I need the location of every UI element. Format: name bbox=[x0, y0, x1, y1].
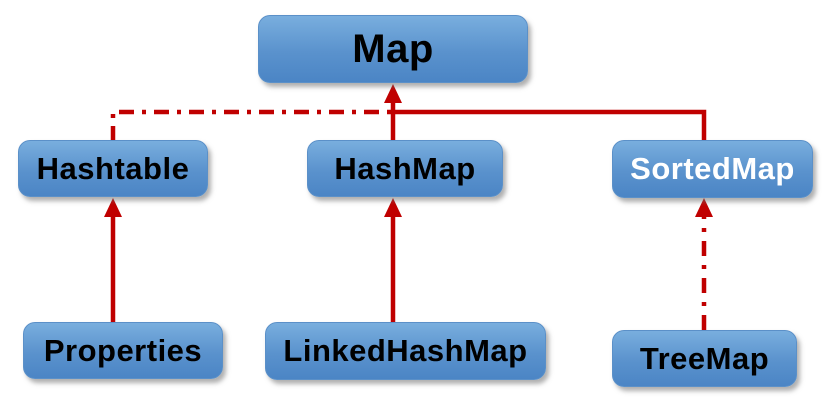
edge-properties-hashtable bbox=[104, 198, 122, 322]
arrowhead-into-map bbox=[384, 84, 402, 103]
node-treemap-label: TreeMap bbox=[639, 340, 770, 376]
node-sortedmap: SortedMap bbox=[612, 140, 813, 198]
node-linkedhashmap-label: LinkedHashMap bbox=[283, 333, 528, 368]
edge-hashtable-map bbox=[110, 109, 391, 141]
node-hashtable-label: Hashtable bbox=[36, 150, 190, 186]
edge-hashmap-map bbox=[384, 84, 402, 141]
node-hashmap: HashMap bbox=[307, 140, 503, 197]
node-properties-label: Properties bbox=[43, 332, 203, 368]
node-map: Map bbox=[258, 15, 528, 83]
node-hashmap-label: HashMap bbox=[334, 150, 476, 186]
node-treemap: TreeMap bbox=[612, 330, 797, 387]
edge-linkedhashmap-hashmap bbox=[384, 198, 402, 322]
edge-treemap-sortedmap bbox=[695, 198, 713, 330]
arrowhead-into-hashtable bbox=[104, 198, 122, 217]
edge-sortedmap-map bbox=[393, 109, 707, 141]
node-sortedmap-label: SortedMap bbox=[630, 151, 795, 186]
arrowhead-into-hashmap bbox=[384, 198, 402, 217]
arrowhead-into-sortedmap bbox=[695, 198, 713, 217]
node-properties: Properties bbox=[23, 322, 223, 379]
node-hashtable: Hashtable bbox=[18, 140, 208, 197]
node-map-label: Map bbox=[352, 26, 434, 71]
node-linkedhashmap: LinkedHashMap bbox=[265, 322, 546, 380]
